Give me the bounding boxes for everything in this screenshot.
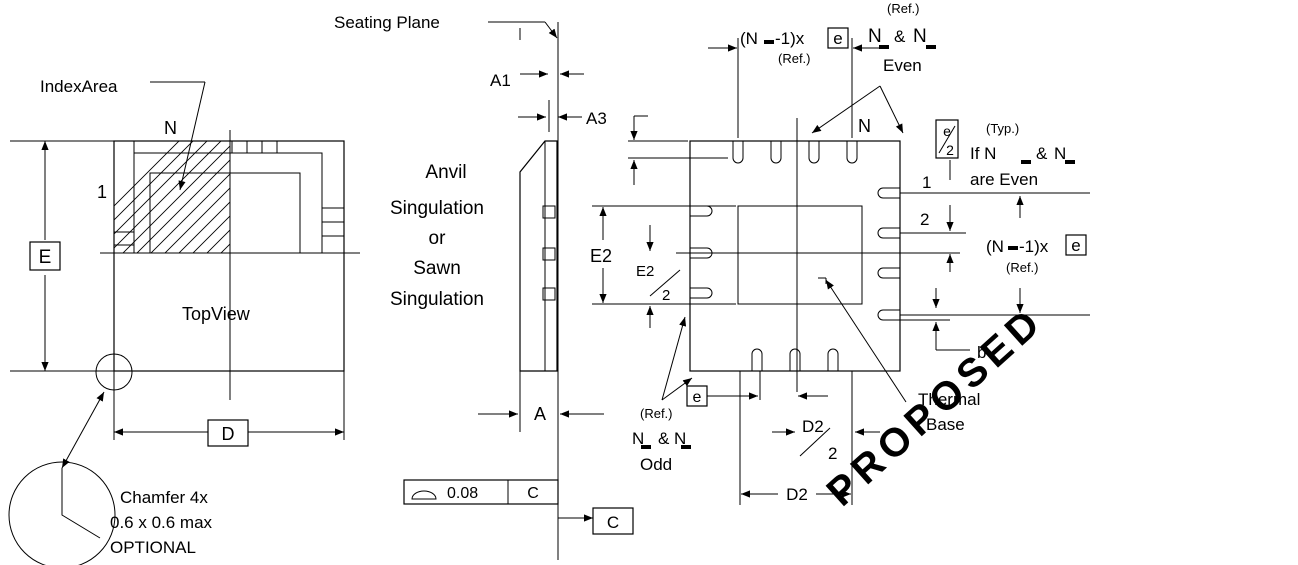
thermal-label: Thermal (918, 390, 980, 409)
chamfer-optional: OPTIONAL (110, 538, 196, 557)
ref-top-label: (Ref.) (778, 51, 811, 66)
if-n-label: If N (970, 144, 996, 163)
e-dimension-label: E (39, 247, 52, 268)
even-label: Even (883, 56, 922, 75)
if-n2-label: N (1054, 144, 1066, 163)
e2-half-bottom: 2 (662, 287, 670, 304)
top-view (8, 130, 360, 565)
pin-one-label: 1 (97, 182, 107, 202)
b-label: b (977, 343, 986, 362)
right-pin-2-label: 2 (920, 210, 929, 229)
dimension-e (10, 140, 114, 372)
sawn-singulation-label: Singulation (390, 289, 484, 310)
n-even-amp: & (894, 27, 906, 46)
ref-top-right-label: (Ref.) (887, 1, 920, 16)
n-minus-1-right-open: (N (986, 237, 1004, 256)
e2-label: E2 (590, 246, 612, 266)
if-amp-label: & (1036, 144, 1048, 163)
pitch-e-bottom: e (693, 389, 702, 406)
or-label: or (429, 228, 447, 249)
typ-label: (Typ.) (986, 121, 1019, 136)
n-minus-1-top-rest: -1)x (775, 29, 805, 48)
seating-plane-label: Seating Plane (334, 13, 440, 32)
anvil-label: Anvil (425, 162, 466, 183)
top-view-n-label: N (164, 118, 177, 138)
bottom-package-outline (689, 140, 901, 372)
proposed-watermark: PROPOSED (819, 298, 1053, 515)
package-outline (113, 140, 345, 372)
n-minus-1-top-open: (N (740, 29, 758, 48)
e2-half-top: E2 (636, 263, 654, 280)
dimension-d (113, 371, 345, 447)
n-even-n1: N (868, 26, 882, 47)
a1-label: A1 (490, 71, 511, 90)
odd-amp: & (658, 429, 670, 448)
datum-c-label: C (607, 513, 619, 532)
pitch-e-right: e (1071, 236, 1080, 255)
base-label: Base (926, 415, 965, 434)
singulation-label: Singulation (390, 198, 484, 219)
odd-label: Odd (640, 455, 672, 474)
d2-half-bottom: 2 (828, 444, 837, 463)
thermal-pad (737, 205, 863, 305)
chamfer-size: 0.6 x 0.6 max (110, 513, 213, 532)
sawn-label: Sawn (413, 258, 461, 279)
odd-n2: N (674, 429, 686, 448)
datum-c-box (592, 507, 634, 535)
pitch-e-top: e (833, 29, 842, 48)
n-even-n2: N (913, 26, 927, 47)
a-dimension-label: A (534, 404, 546, 424)
d-dimension-label: D (222, 424, 235, 444)
a3-label: A3 (586, 109, 607, 128)
ref-bottom-label: (Ref.) (640, 406, 673, 421)
flatness-datum: C (527, 485, 539, 502)
side-view (519, 22, 559, 560)
are-even-label: are Even (970, 170, 1038, 189)
n-minus-1-right-rest: -1)x (1019, 237, 1049, 256)
index-area-label: IndexArea (40, 77, 118, 96)
chamfer-label: Chamfer 4x (120, 488, 208, 507)
odd-n1: N (632, 429, 644, 448)
top-view-label: TopView (182, 304, 251, 324)
d2-label: D2 (786, 485, 808, 504)
flatness-value: 0.08 (447, 485, 478, 502)
half-pitch-2: 2 (946, 142, 954, 158)
side-profile (519, 140, 558, 372)
right-pin-1-label: 1 (922, 173, 931, 192)
half-pitch-e: e (943, 123, 951, 139)
ref-right-label: (Ref.) (1006, 260, 1039, 275)
d2-half-top: D2 (802, 417, 824, 436)
bottom-view (676, 118, 960, 392)
bottom-view-n-label: N (858, 116, 871, 136)
